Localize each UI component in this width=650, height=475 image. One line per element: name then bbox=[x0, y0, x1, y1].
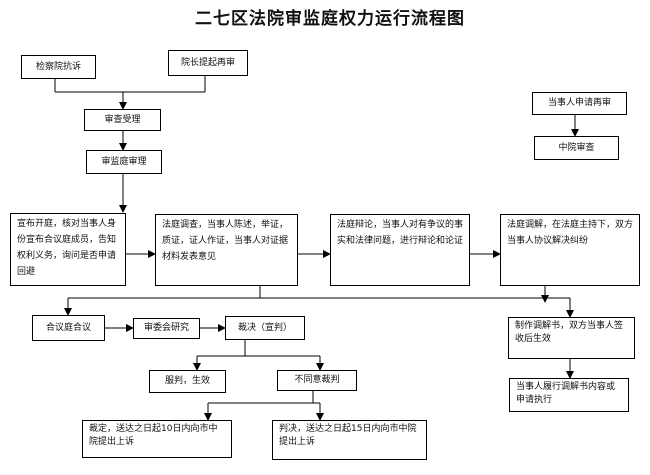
node-mediation-document: 制作调解书，双方当事人签收后生效 bbox=[508, 317, 635, 359]
node-judgment-appeal: 判决，送达之日起15日内向市中院提出上诉 bbox=[272, 420, 427, 460]
node-review-acceptance: 审查受理 bbox=[84, 109, 161, 131]
node-perform-mediation: 当事人履行调解书内容或申请执行 bbox=[509, 378, 629, 412]
node-collegial-panel: 合议庭合议 bbox=[32, 315, 105, 341]
node-court-debate: 法庭辩论，当事人对有争议的事实和法律问题，进行辩论和论证 bbox=[330, 214, 470, 286]
node-not-accept: 不同意裁判 bbox=[277, 370, 357, 391]
node-ruling-judgment: 裁决（宣判） bbox=[225, 316, 305, 340]
page-title: 二七区法院审监庭权力运行流程图 bbox=[195, 9, 465, 29]
node-court-investigation: 法庭调查，当事人陈述，举证，质证，证人作证，当事人对证据材料发表意见 bbox=[155, 214, 298, 286]
node-intermediate-court-review: 中院审查 bbox=[534, 136, 619, 160]
node-president-retrial: 院长提起再审 bbox=[168, 50, 248, 76]
node-trial-opening: 宣布开庭，核对当事人身份宣布合议庭成员，告知权利义务，询问是否申请回避 bbox=[10, 213, 126, 286]
node-court-mediation: 法庭调解，在法庭主持下，双方当事人协议解决纠纷 bbox=[500, 214, 640, 286]
node-ruling-appeal: 裁定，送达之日起10日内向市中院提出上诉 bbox=[82, 420, 232, 458]
node-review-trial: 审监庭审理 bbox=[86, 150, 162, 174]
node-party-retrial-application: 当事人申请再审 bbox=[532, 92, 627, 115]
node-judicial-committee: 审委会研究 bbox=[133, 318, 200, 339]
node-judgment-effective: 服判，生效 bbox=[149, 370, 226, 393]
node-procuratorate-protest: 检察院抗诉 bbox=[21, 55, 96, 79]
